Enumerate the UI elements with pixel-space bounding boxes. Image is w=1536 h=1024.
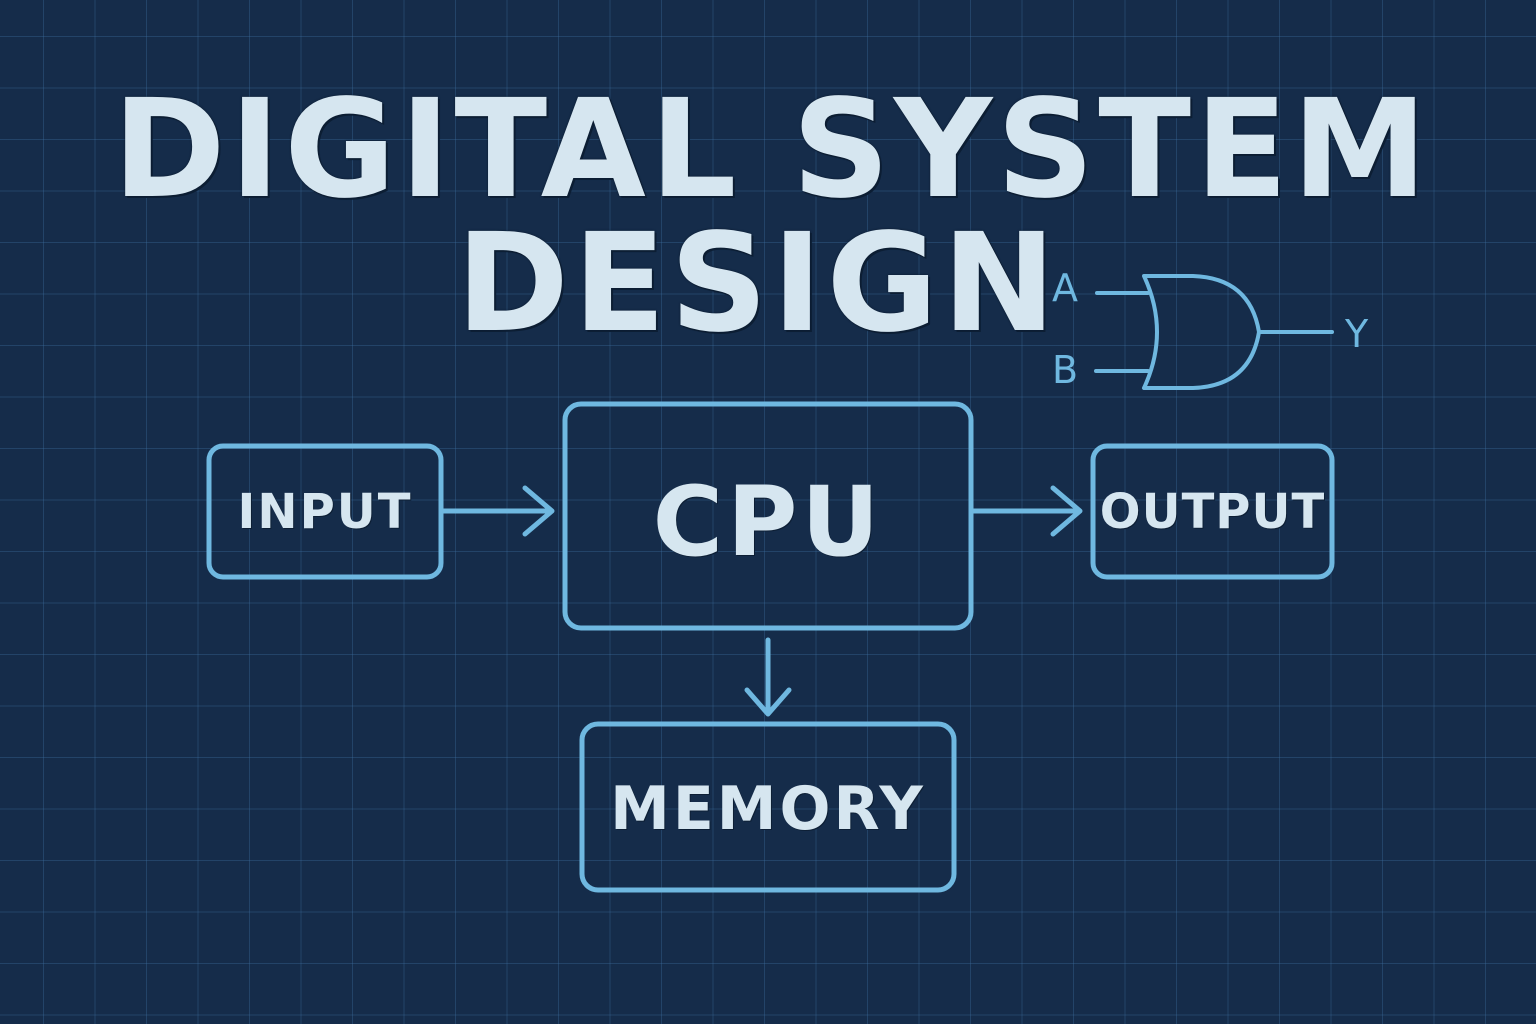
arrow-cpu-to-output: [970, 485, 1083, 537]
output-box: [1090, 443, 1335, 580]
input-label: INPUT: [237, 484, 413, 540]
gate-input-b-label: B: [1052, 348, 1079, 392]
memory-label: MEMORY: [610, 774, 926, 844]
or-gate-icon: [1094, 274, 1334, 390]
output-label: OUTPUT: [1099, 484, 1326, 540]
title-line-2: DESIGN: [456, 205, 1060, 363]
arrow-cpu-to-memory: [744, 637, 792, 717]
title-line-1: DIGITAL SYSTEM: [112, 71, 1432, 229]
cpu-box: [562, 401, 974, 631]
arrow-input-to-cpu: [440, 485, 555, 537]
gate-input-a-label: A: [1052, 266, 1078, 310]
memory-box: [579, 721, 957, 893]
cpu-label: CPU: [652, 466, 884, 578]
gate-output-y-label: Y: [1345, 312, 1369, 356]
